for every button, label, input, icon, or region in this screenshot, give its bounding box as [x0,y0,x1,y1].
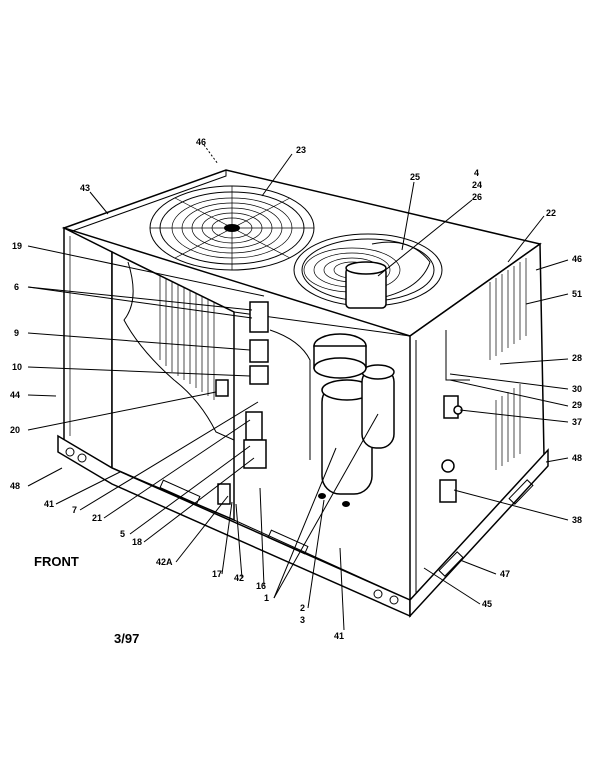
label-42: 42 [234,573,244,583]
label-48-left: 48 [10,481,20,491]
compressor [318,364,395,507]
label-43: 43 [80,183,90,193]
base-rail [57,434,549,618]
leader-lines [27,144,569,631]
label-26: 26 [472,192,482,202]
label-1: 1 [264,593,269,603]
label-6: 6 [14,282,19,292]
date-code: 3/97 [114,631,139,646]
label-28: 28 [572,353,582,363]
label-24: 24 [472,180,482,190]
callout-labels: 46 23 43 25 4 24 26 22 19 46 6 51 9 28 1… [10,137,582,641]
label-48-right: 48 [572,453,582,463]
label-18: 18 [132,537,142,547]
label-9: 9 [14,328,19,338]
label-2: 2 [300,603,305,613]
label-16: 16 [256,581,266,591]
label-46-right: 46 [572,254,582,264]
right-louvers [489,258,527,470]
label-51: 51 [572,289,582,299]
label-46-top: 46 [196,137,206,147]
label-22: 22 [546,208,556,218]
front-label: FRONT [34,554,79,569]
label-37: 37 [572,417,582,427]
label-38: 38 [572,515,582,525]
label-10: 10 [12,362,22,372]
label-21: 21 [92,513,102,523]
label-41-bottom: 41 [334,631,344,641]
label-3: 3 [300,615,305,625]
label-23: 23 [296,145,306,155]
label-45: 45 [482,599,492,609]
label-19: 19 [12,241,22,251]
blower-motor [313,333,367,379]
label-41-left: 41 [44,499,54,509]
label-29: 29 [572,400,582,410]
label-7: 7 [72,505,77,515]
evaporator-blower-housing [293,233,443,309]
label-20: 20 [10,425,20,435]
label-17: 17 [212,569,222,579]
label-47: 47 [500,569,510,579]
label-5: 5 [120,529,125,539]
label-42A: 42A [156,557,173,567]
label-44: 44 [10,390,20,400]
compressor-compartment [215,301,411,601]
cabinet-left-panel [63,226,113,470]
label-25: 25 [410,172,420,182]
label-4: 4 [474,168,479,178]
condenser-coil-fins [159,275,215,400]
label-30: 30 [572,384,582,394]
condenser-fan-grille [149,185,315,271]
